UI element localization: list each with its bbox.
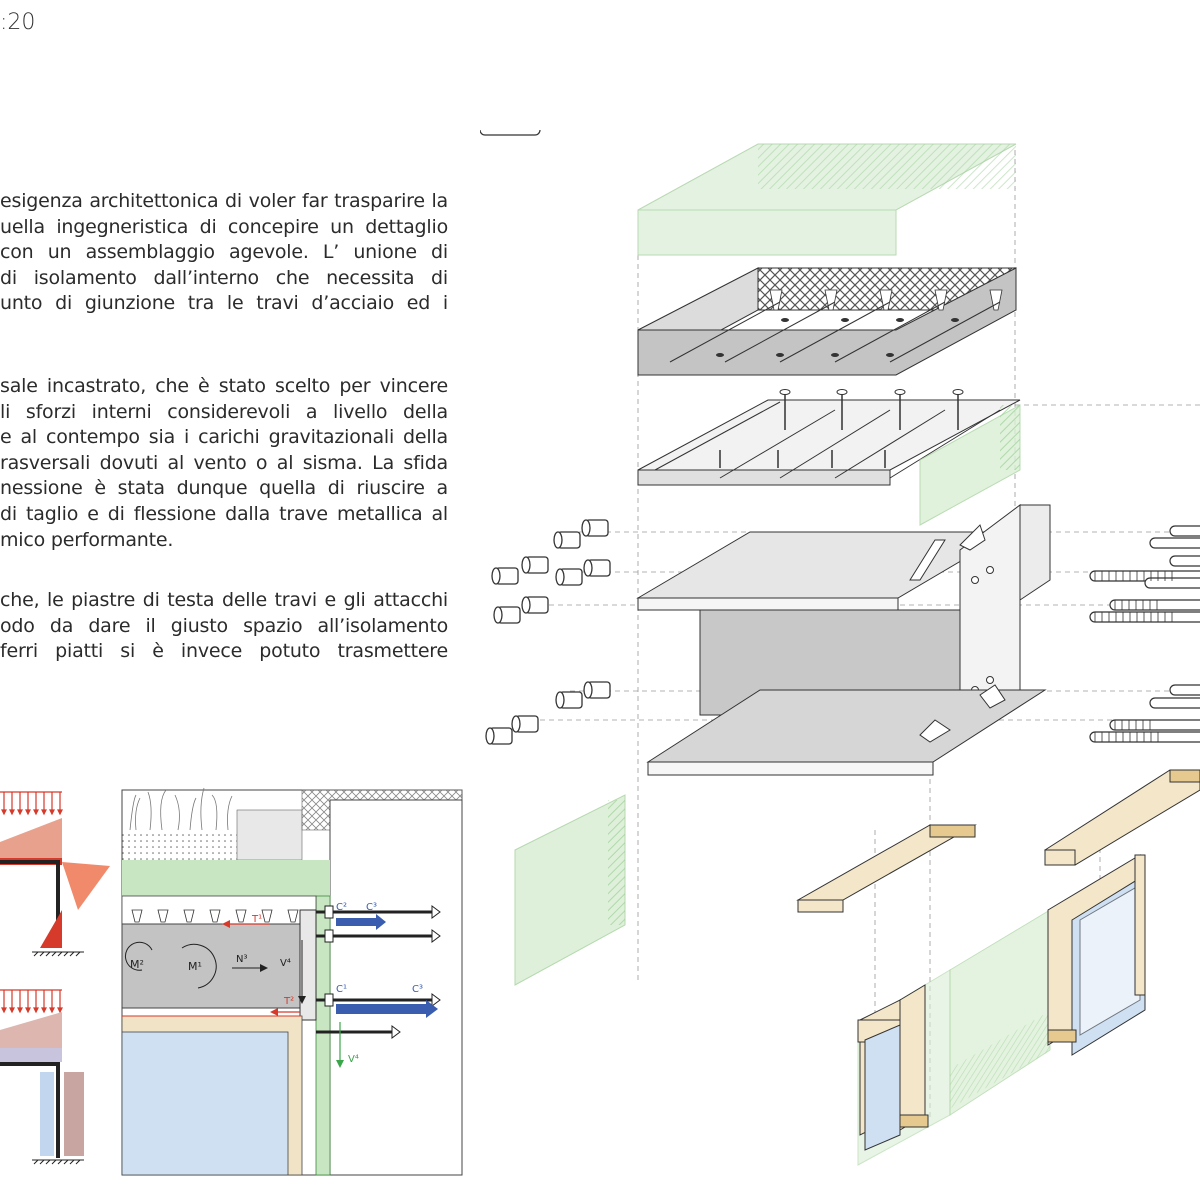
insulation-block-right (919, 404, 1021, 526)
text-line: li sforzi interni considerevoli a livell… (0, 400, 448, 423)
distributed-load-arrows-bottom (0, 989, 63, 1014)
text-line: uella ingegneristica di concepire un det… (0, 215, 448, 238)
text-line: ferri piatti si è invece potuto trasmett… (0, 640, 448, 663)
text-paragraph-structural: sale incastrato, che è stato scelto per … (0, 374, 448, 553)
drawing-scale-label: :20 (0, 10, 36, 35)
end-plate (299, 909, 317, 1021)
distributed-load-arrows-top (0, 791, 63, 816)
frame-column-bottom (56, 1062, 60, 1158)
top-insulation-layer (637, 143, 1017, 256)
text-line: con un assemblaggio agevole. L’ unione d… (0, 241, 448, 264)
static-scheme-diagrams (0, 791, 110, 1165)
support-hatch-bottom (32, 1159, 84, 1165)
axial-band-bottom (0, 1048, 62, 1062)
threaded-rods-right (480, 130, 1200, 743)
label-v4-bottom: V⁴ (348, 1054, 359, 1065)
label-c2: C² (336, 902, 347, 913)
wall-panel (329, 799, 463, 1176)
wall-insulation (315, 895, 331, 1176)
section-detail-connection: C² C³ T¹ M² M¹ N³ V⁴ C¹ C³ T² V⁴ (121, 787, 463, 1176)
substrate-layer (236, 809, 303, 861)
steel-i-beam (636, 504, 1051, 776)
anchor-bolts (316, 910, 438, 1034)
composite-floor-deck (637, 267, 1017, 376)
label-m2: M² (130, 958, 144, 971)
gravel-layer (122, 830, 237, 860)
text-line: rasversali dovuti al vento o al sisma. L… (0, 451, 448, 474)
label-t1: T¹ (251, 914, 262, 925)
text-line: e al contempo sia i carichi gravitaziona… (0, 426, 448, 449)
timber-beams (796, 769, 1200, 913)
insulation-panel-left (514, 794, 626, 986)
label-v4-top: V⁴ (280, 958, 291, 969)
column-moment-diagram-bottom (64, 1072, 84, 1156)
moment-diagram-top (0, 818, 62, 858)
window-glass (121, 1031, 289, 1176)
label-m1: M¹ (188, 960, 202, 973)
steel-beam-section (121, 923, 317, 1009)
label-c1: C¹ (336, 984, 347, 995)
text-line: esigenza architettonica di voler far tra… (0, 190, 448, 212)
text-line: di isolamento dall’interno che necessita… (0, 266, 448, 289)
frame-beam-bottom (0, 1062, 60, 1066)
text-line: sale incastrato, che è stato scelto per … (0, 375, 448, 397)
column-axial-diagram (40, 1072, 54, 1156)
column-moment-diagram-top (62, 862, 110, 910)
label-c3-top: C³ (366, 902, 377, 913)
profiled-steel-sheet (637, 389, 1021, 486)
window-assembly (857, 854, 1146, 1166)
green-roof-vegetation (129, 787, 233, 831)
frame-column-top (56, 860, 60, 948)
text-line: mico performante. (0, 528, 174, 551)
text-line: odo da dare il giusto spazio all’isolame… (0, 614, 448, 637)
label-t2: T² (283, 996, 294, 1007)
text-paragraph-architectural: esigenza architettonica di voler far tra… (0, 189, 448, 317)
text-line: unto di giunzione tra le travi d’acciaio… (0, 292, 448, 315)
bolt-nuts-left (485, 519, 611, 745)
force-arrows (124, 914, 438, 1068)
text-paragraph-connections: che, le piastre di testa delle travi e g… (0, 588, 448, 665)
exploded-isometric-detail (480, 130, 1200, 1166)
frame-beam-top (0, 860, 60, 864)
text-line: nessione è stata dunque quella di riusci… (0, 477, 448, 500)
label-n3: N³ (236, 954, 248, 965)
text-line: di taglio e di flessione dalla trave met… (0, 502, 448, 525)
text-line: che, le piastre di testa delle travi e g… (0, 589, 448, 611)
roof-insulation (122, 860, 330, 896)
label-c3-bottom: C³ (412, 984, 423, 995)
support-hatch-top (32, 951, 84, 957)
column-shear-diagram-top (40, 910, 62, 948)
